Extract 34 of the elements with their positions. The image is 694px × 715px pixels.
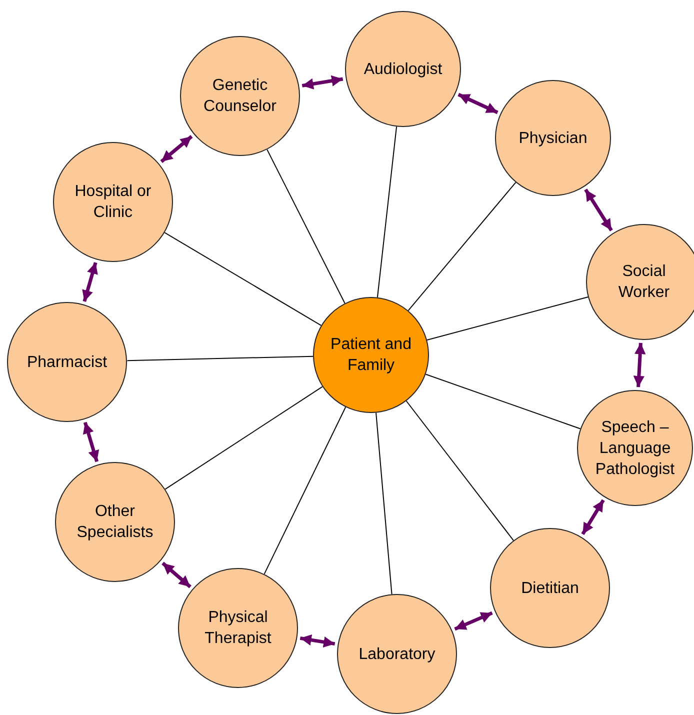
connector-line [426,296,588,341]
connector-line [408,182,516,312]
double-arrow [300,634,336,648]
connector-line [164,232,322,326]
double-arrow [162,562,192,588]
double-arrow [454,611,493,631]
node-label: Dietitian [521,578,579,598]
double-arrow [82,262,98,302]
double-arrow [82,422,100,462]
connector-line [264,406,346,575]
connector-line [164,386,323,490]
double-arrow [458,92,498,114]
double-arrow [633,342,646,388]
node-label: Pharmacist [26,352,108,372]
node-label: Patient and Family [330,335,412,376]
connector-line [266,149,346,304]
node-label: Genetic Counselor [202,76,278,117]
connector-line [376,126,398,298]
node-label: Other Specialists [76,502,154,543]
node-label: Hospital or Clinic [74,182,152,223]
double-arrow [160,135,193,163]
node-label: Physical Therapist [204,608,272,649]
node-label: Speech – Language Pathologist [594,418,676,480]
connector-line [425,374,581,430]
double-arrow [584,188,613,232]
connector-line [406,400,514,541]
double-arrow [302,75,344,90]
connector-line [126,356,314,362]
node-label: Social Worker [617,262,671,303]
node-label: Laboratory [358,644,436,664]
double-arrow [581,499,605,536]
connector-line [376,412,392,595]
node-label: Audiologist [364,60,442,80]
node-label: Physician [518,128,588,148]
